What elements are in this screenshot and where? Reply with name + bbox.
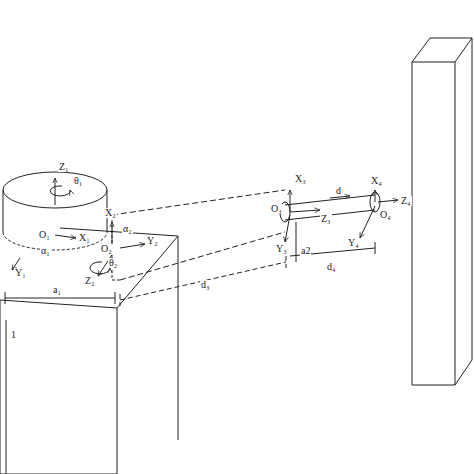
rotation-arc [50, 186, 70, 196]
axis-label: 1 [10, 330, 17, 340]
axis-label: O₁ [38, 230, 51, 240]
axis-label: Y₂ [146, 236, 159, 246]
dimension-d4 [290, 242, 375, 256]
axis-label: Z₃ [320, 214, 332, 224]
axis-label: a2 [300, 246, 311, 256]
dimension-a2 [296, 222, 297, 262]
dimension-d3 [120, 256, 286, 306]
axis-label: O₃ [270, 204, 283, 214]
cylinder-top [3, 172, 107, 208]
axis-label: X₃ [294, 174, 307, 184]
frame-axes [12, 178, 398, 276]
axis-label: α₂ [122, 224, 133, 234]
axis-label: d [335, 186, 342, 196]
axis-label: a₁ [52, 285, 62, 295]
wall-side [412, 38, 472, 385]
axis-label: Z₁ [58, 162, 70, 172]
box-edges [0, 236, 178, 474]
axis-label: Z₄ [400, 196, 412, 206]
axis-label: O₂ [100, 244, 113, 254]
axis-label: θ₂ [108, 258, 118, 268]
cylinder-bottom [3, 232, 107, 250]
arm-end [112, 215, 120, 280]
rotation-arc [90, 262, 110, 274]
axis-label: d₄ [326, 262, 337, 272]
axis-label: X₄ [370, 176, 383, 186]
wall-front [412, 62, 455, 385]
axis-label: Y₄ [347, 238, 360, 248]
axis-label: X₂ [104, 208, 117, 218]
arm-outline [112, 190, 285, 280]
box-top [0, 228, 178, 308]
axis-label: Y₃ [275, 244, 288, 254]
axis-label: d₃ [200, 280, 211, 290]
axis-label: θ₁ [73, 176, 83, 186]
axis-label: X₁ [78, 233, 91, 243]
axis-label: O₄ [379, 210, 392, 220]
axis-label: α₁ [40, 246, 51, 256]
axis-label: Z₂ [84, 276, 96, 286]
axis-label: Y₁ [14, 268, 27, 278]
leader-line [6, 320, 7, 474]
